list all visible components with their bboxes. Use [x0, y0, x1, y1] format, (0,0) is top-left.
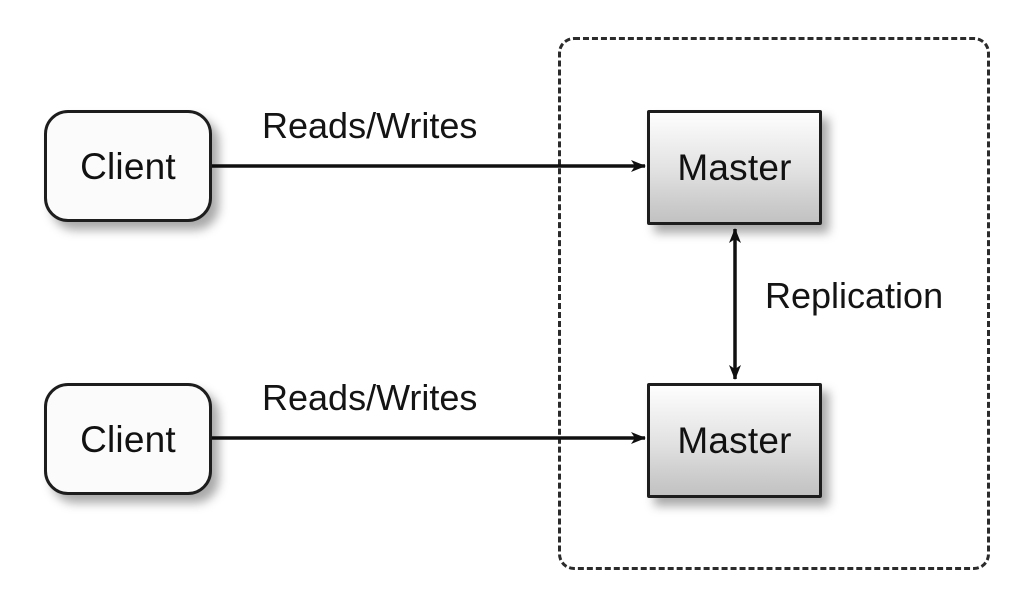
edge-label-replication: Replication [765, 275, 944, 316]
edge-label-reads-writes-top: Reads/Writes [262, 105, 478, 146]
node-master-bottom-label: Master [677, 420, 792, 461]
node-client-top[interactable]: Client [44, 110, 212, 222]
node-client-bottom[interactable]: Client [44, 383, 212, 495]
edge-label-reads-writes-bottom: Reads/Writes [262, 377, 478, 418]
node-master-top-label: Master [677, 147, 792, 188]
node-client-top-label: Client [80, 145, 176, 187]
node-client-bottom-label: Client [80, 418, 176, 460]
node-master-top[interactable]: Master [647, 110, 822, 225]
replication-group-boundary [558, 37, 990, 570]
node-master-bottom[interactable]: Master [647, 383, 822, 498]
